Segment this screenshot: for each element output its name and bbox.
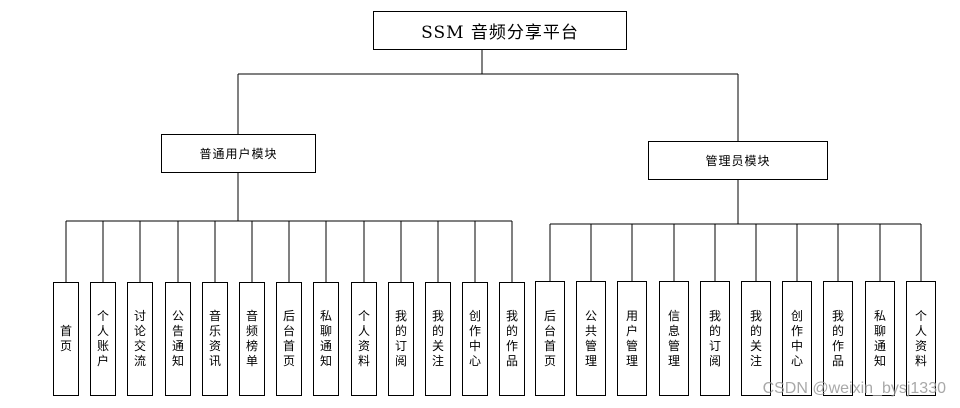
leaf-node: 讨论交流 — [127, 282, 153, 396]
leaf-node: 我的作品 — [499, 282, 525, 396]
root-node: SSM 音频分享平台 — [373, 11, 627, 50]
leaf-node: 我的订阅 — [388, 282, 414, 396]
module-node-admin: 管理员模块 — [648, 141, 828, 180]
leaf-node: 公告通知 — [165, 282, 191, 396]
leaf-node: 首页 — [53, 282, 79, 396]
leaf-node: 信息管理 — [659, 281, 689, 396]
leaf-node: 私聊通知 — [865, 281, 895, 396]
leaf-node: 音乐资讯 — [202, 282, 228, 396]
leaf-node: 我的关注 — [425, 282, 451, 396]
watermark: CSDN @weixin_bysj1330 — [762, 380, 946, 397]
leaf-node: 我的关注 — [741, 281, 771, 396]
leaf-node: 创作中心 — [462, 282, 488, 396]
leaf-node: 个人资料 — [906, 281, 936, 396]
leaf-node: 个人资料 — [351, 282, 377, 396]
leaf-node: 后台首页 — [276, 282, 302, 396]
leaf-node: 我的作品 — [823, 281, 853, 396]
leaf-node: 创作中心 — [782, 281, 812, 396]
leaf-node: 我的订阅 — [700, 281, 730, 396]
leaf-node: 个人账户 — [90, 282, 116, 396]
leaf-node: 私聊通知 — [313, 282, 339, 396]
leaf-node: 音频榜单 — [239, 282, 265, 396]
leaf-node: 公共管理 — [576, 281, 606, 396]
leaf-node: 用户管理 — [617, 281, 647, 396]
module-node-regular-user: 普通用户模块 — [161, 134, 316, 173]
leaf-node: 后台首页 — [535, 281, 565, 396]
